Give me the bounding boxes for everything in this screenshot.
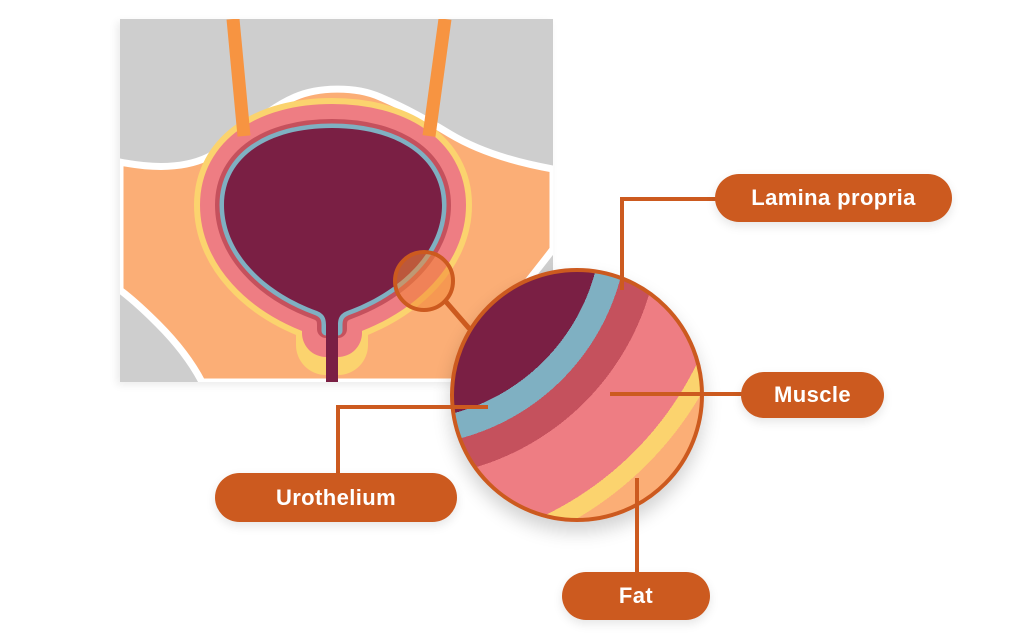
- label-fat: Fat: [618, 583, 654, 608]
- label-muscle: Muscle: [774, 382, 851, 407]
- bladder-illustration: [120, 19, 553, 382]
- label-pill-muscle: Muscle: [741, 372, 884, 418]
- label-lamina-propria: Lamina propria: [751, 185, 916, 210]
- leader-line-fat: [635, 478, 639, 574]
- anatomy-panel: [120, 19, 553, 382]
- label-pill-fat: Fat: [562, 572, 710, 620]
- ureter-right: [422, 19, 452, 137]
- leader-line-lamina-propria-h: [620, 197, 719, 201]
- leader-line-muscle: [610, 392, 743, 396]
- label-pill-urothelium: Urothelium: [215, 473, 457, 522]
- leader-line-lamina-propria-v: [620, 197, 624, 290]
- label-pill-lamina-propria: Lamina propria: [715, 174, 952, 222]
- leader-line-urothelium-h: [336, 405, 488, 409]
- bladder-lumen: [224, 128, 442, 382]
- ureter-left: [226, 19, 251, 137]
- label-urothelium: Urothelium: [275, 484, 397, 510]
- leader-line-urothelium-v: [336, 405, 340, 475]
